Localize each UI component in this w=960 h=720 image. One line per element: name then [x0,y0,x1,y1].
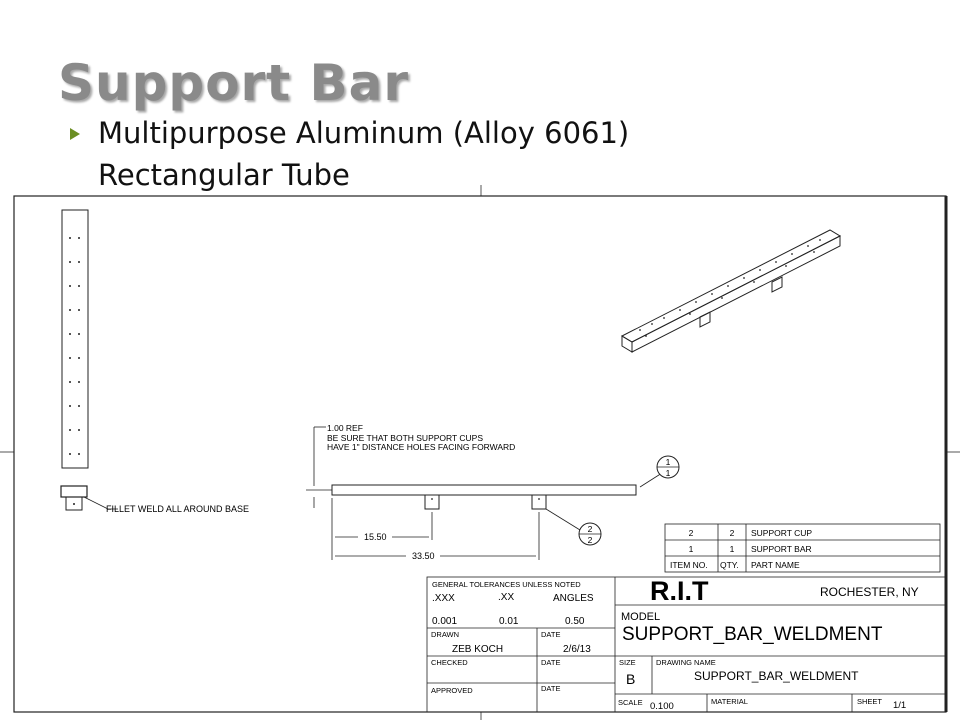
val-xxx: 0.001 [432,616,457,627]
dim-long: 33.50 [412,551,435,561]
bullet-line-1: Multipurpose Aluminum (Alloy 6061) [98,116,630,150]
balloon-2-top: 2 [588,524,593,534]
title-block [426,576,947,713]
scale-value: 0.100 [650,701,674,712]
bar-holes [69,237,80,455]
bom-header-part: PART NAME [751,560,800,570]
weld-note: FILLET WELD ALL AROUND BASE [106,504,249,514]
bom-row-1-qty: 2 [730,528,735,538]
balloon-1-top: 1 [666,457,671,467]
bom-row-2-qty: 1 [730,544,735,554]
tol-xxx: .XXX [432,593,455,604]
bullet-point: Multipurpose Aluminum (Alloy 6061) Recta… [70,112,629,196]
rit-logo: R.I.T [650,576,709,606]
drawn-date: 2/6/13 [563,644,591,655]
drawn-value: ZEB KOCH [452,644,503,655]
note-line-1: BE SURE THAT BOTH SUPPORT CUPS [327,433,483,443]
drawing-name-value: SUPPORT_BAR_WELDMENT [694,669,859,683]
bom-row-1-part: SUPPORT CUP [751,528,812,538]
model-label: MODEL [621,611,660,623]
drawing-border [13,195,947,713]
bom-row-2-item: 1 [689,544,694,554]
drawing-name-label: DRAWING NAME [656,658,716,667]
date-label-checked: DATE [541,658,560,667]
approved-label: APPROVED [431,686,473,695]
scale-label: SCALE [618,698,643,707]
balloon-2-bottom: 2 [588,535,593,545]
isometric-view [620,229,842,353]
tol-angles: ANGLES [553,593,594,604]
slide-title: Support Bar [58,54,410,112]
bom-header-item: ITEM NO. [670,560,708,570]
bullet-line-2: Rectangular Tube [98,158,350,192]
dimension-lines [331,498,540,560]
sheet-label: SHEET [857,697,882,706]
tolerances-label: GENERAL TOLERANCES UNLESS NOTED [432,580,581,589]
bom-header-qty: QTY. [720,560,739,570]
balloon-1-bottom: 1 [666,468,671,478]
dim-short: 15.50 [364,532,387,542]
material-label: MATERIAL [711,697,748,706]
drawn-label: DRAWN [431,630,459,639]
tol-xx: .XX [498,592,514,603]
balloon-2 [545,508,602,546]
date-label-drawn: DATE [541,630,560,639]
bullet-arrow-icon [70,128,80,140]
note-ref: 1.00 REF [327,423,363,433]
date-label-approved: DATE [541,684,560,693]
checked-label: CHECKED [431,658,468,667]
bom-table [664,523,941,573]
location: ROCHESTER, NY [820,585,919,599]
val-angles: 0.50 [565,616,585,627]
weld-detail [60,485,118,511]
note-line-2: HAVE 1" DISTANCE HOLES FACING FORWARD [327,442,515,452]
model-value: SUPPORT_BAR_WELDMENT [622,624,883,645]
size-value: B [626,671,635,687]
balloon-1 [639,455,680,488]
sheet-value: 1/1 [893,700,906,711]
size-label: SIZE [619,658,636,667]
bom-row-2-part: SUPPORT BAR [751,544,812,554]
bom-row-1-item: 2 [689,528,694,538]
ref-leader [306,426,332,508]
val-xx: 0.01 [499,616,519,627]
top-view-bar [61,209,89,469]
